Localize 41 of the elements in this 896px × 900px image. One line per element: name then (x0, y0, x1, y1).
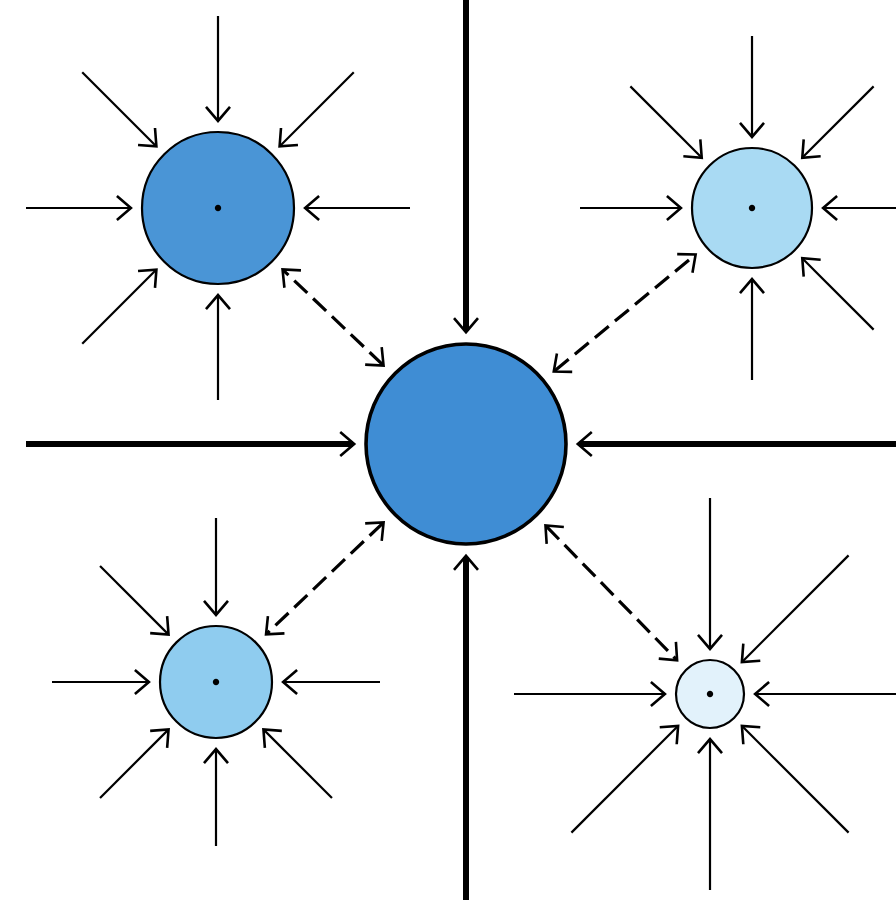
arrow (453, 553, 479, 900)
double-arrow (552, 252, 698, 374)
arrow (81, 268, 158, 345)
arrow (303, 195, 410, 221)
arrow (203, 747, 229, 846)
arrow (575, 431, 896, 457)
arrow (52, 669, 151, 695)
arrow (26, 431, 357, 457)
arrow (570, 724, 680, 834)
circle (690, 146, 814, 270)
arrow (739, 277, 765, 380)
arrow (205, 16, 231, 123)
arrow (697, 737, 723, 890)
circle (674, 658, 746, 730)
arrow (753, 681, 896, 707)
arrow (99, 728, 170, 799)
circle (158, 624, 274, 740)
arrow (580, 195, 683, 221)
arrow (203, 518, 229, 617)
arrow (205, 293, 231, 400)
arrow (262, 728, 333, 799)
arrow (281, 669, 380, 695)
arrow (800, 85, 875, 160)
arrow (697, 498, 723, 651)
arrow (740, 724, 850, 834)
arrow (740, 554, 850, 664)
arrow (278, 71, 355, 148)
double-arrow (281, 268, 385, 367)
arrow (800, 256, 875, 331)
arrow (514, 681, 667, 707)
double-arrow (264, 521, 386, 636)
arrow (821, 195, 896, 221)
circle (140, 130, 296, 286)
circle (364, 342, 568, 546)
arrow (81, 71, 158, 148)
double-arrow (544, 524, 679, 662)
arrow (99, 565, 170, 636)
arrow (26, 195, 133, 221)
arrow (629, 85, 704, 160)
arrow (739, 36, 765, 139)
arrow (453, 0, 479, 335)
